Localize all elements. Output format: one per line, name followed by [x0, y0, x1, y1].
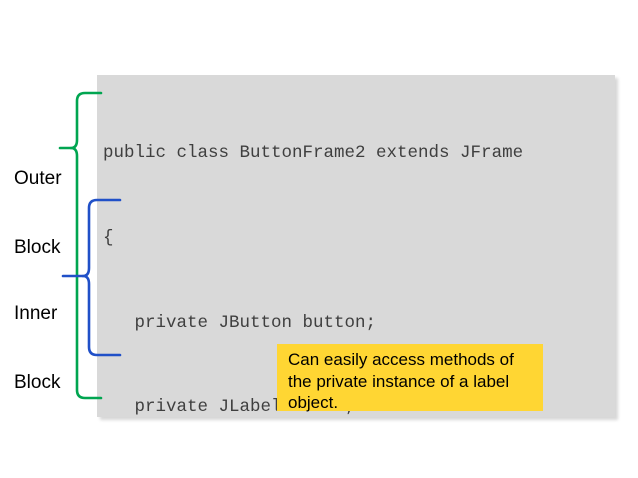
outer-block-label-line2: Block: [14, 237, 61, 258]
code-line: public class ButtonFrame2 extends JFrame: [103, 143, 524, 164]
outer-block-label: Outer Block: [14, 121, 62, 305]
callout-text: Can easily access methods of the private…: [288, 350, 514, 412]
code-line: private JButton button;: [103, 312, 377, 333]
inner-block-label-line2: Block: [14, 372, 61, 393]
code-listing: public class ButtonFrame2 extends JFrame…: [103, 83, 615, 478]
inner-block-label-line1: Inner: [14, 303, 58, 324]
code-line: {: [103, 228, 114, 248]
outer-block-label-line1: Outer: [14, 168, 62, 189]
callout-box: Can easily access methods of the private…: [277, 344, 543, 412]
inner-block-label: Inner Block: [14, 256, 60, 440]
